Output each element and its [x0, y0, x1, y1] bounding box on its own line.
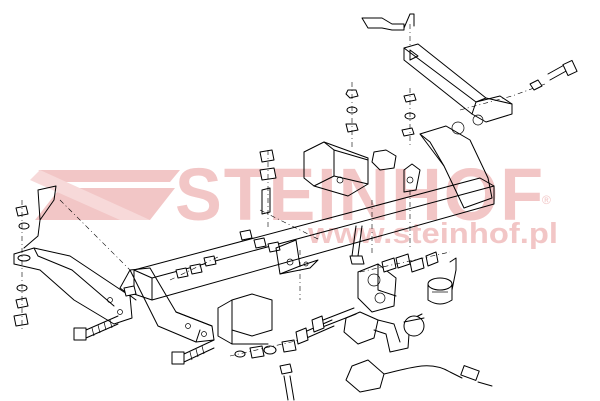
bolt-icon — [171, 339, 215, 365]
far-left-side-bracket — [13, 185, 133, 325]
socket-plate — [357, 263, 397, 313]
cable — [345, 359, 493, 393]
bolt-icon — [73, 315, 119, 341]
bolt-icon — [311, 307, 357, 333]
watermark-url: www.steinhof.pl — [307, 218, 558, 250]
center-mount-bracket — [259, 141, 369, 230]
steinhof-logo-emblem-icon — [30, 170, 180, 220]
bolt-icon — [529, 59, 578, 91]
watermark-registered-mark: ® — [542, 193, 551, 207]
left-side-bracket — [119, 267, 215, 343]
electrical-socket — [427, 277, 453, 305]
nut-stack-left — [13, 200, 30, 330]
nut-stack-mid — [123, 229, 281, 297]
tow-ball — [343, 311, 425, 353]
top-right-bracket — [361, 13, 546, 135]
steinhof-watermark: STEINHOF ® www.steinhof.pl — [30, 153, 558, 250]
nut-stack-lower — [229, 339, 301, 401]
nut-stack-right — [359, 251, 457, 291]
assembly-guide-lines — [59, 190, 411, 300]
nut-stack-upper — [345, 82, 417, 150]
bolt-icon — [349, 225, 365, 265]
mounting-plate-right — [371, 125, 493, 209]
